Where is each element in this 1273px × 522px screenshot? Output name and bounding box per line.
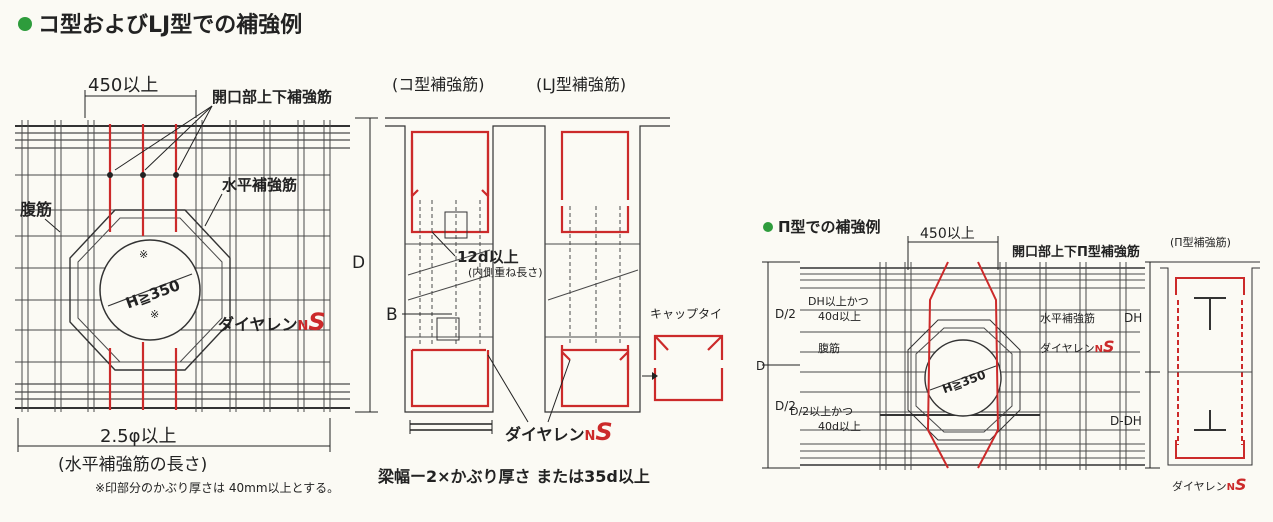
asterisk-mark-top: ※	[139, 248, 148, 261]
captie-detail-top	[653, 334, 724, 402]
right-label-dh40d-l1: DH以上かつ	[808, 295, 869, 308]
right-dim-D2-bottom: D/2	[775, 399, 796, 413]
left-dim-25phi-note: (水平補強筋の長さ)	[58, 455, 207, 475]
product-brand-n: N	[298, 319, 309, 334]
right-dim-450-label: 450以上	[920, 226, 975, 242]
left-leader-opening-3	[177, 105, 213, 171]
middle-leader-product-2	[547, 359, 571, 423]
left-leader-stirrup	[44, 218, 61, 233]
right-opening-diameter-line	[929, 365, 997, 391]
left-label-horizontal-rebar: 水平補強筋	[222, 176, 297, 194]
asterisk-mark-bottom: ※	[150, 308, 159, 321]
pi-section	[1160, 261, 1260, 466]
right-dim-D-label: D	[756, 359, 765, 373]
middle-label-captie: キャップタイ	[650, 307, 722, 321]
beam-width-bar-symbol	[409, 420, 493, 434]
right-label-opening-pi: 開口部上下Π型補強筋	[1012, 244, 1140, 260]
right-label-d2-40d-l2: 40d以上	[818, 420, 861, 433]
left-label-stirrup: 腹筋	[20, 200, 52, 219]
right-product-text: ダイヤレン	[1040, 341, 1095, 355]
right-product-brand-s-logo: S	[1103, 337, 1115, 356]
svg-text:ダイヤレンNS: ダイヤレンNS	[218, 308, 326, 336]
middle-beam-formula: 梁幅ー2×かぶり厚さ または35d以上	[377, 467, 650, 486]
middle-label-B: B	[386, 305, 398, 325]
right-product-label: ダイヤレンNS	[1040, 337, 1115, 356]
title-bullet-icon	[18, 17, 32, 31]
left-label-opening-rebar: 開口部上下補強筋	[212, 88, 332, 106]
left-red-opening-bars	[107, 124, 179, 410]
left-opening-diameter-line	[107, 273, 193, 307]
left-leader-horizontal	[204, 193, 223, 227]
middle-product-brand-n: N	[585, 429, 596, 444]
product-brand-s-logo: S	[308, 308, 325, 336]
middle-heading-u: (LJ型補強筋)	[536, 75, 626, 94]
right-title-bullet-icon	[763, 222, 773, 232]
middle-leader-12d	[431, 231, 456, 257]
left-dim-25phi	[17, 418, 331, 452]
ko-section	[385, 117, 525, 413]
right-label-dh40d-l2: 40d以上	[818, 310, 861, 323]
right-product-bottom-label: ダイヤレンNS	[1172, 475, 1247, 494]
middle-heading-ko: (コ型補強筋)	[392, 75, 485, 94]
u-section	[525, 117, 670, 413]
product-text: ダイヤレン	[218, 315, 298, 334]
left-footnote: ※印部分のかぶり厚さは 40mm以上とする。	[95, 480, 339, 495]
left-dim-D	[355, 117, 378, 413]
middle-product-brand-s-logo: S	[595, 418, 612, 446]
right-dim-D	[762, 261, 800, 469]
right-dim-450	[907, 236, 999, 270]
right-dim-DH-label: DH	[1124, 311, 1142, 325]
right-dim-D2-top: D/2	[775, 307, 796, 321]
right-product-bottom-text: ダイヤレン	[1172, 479, 1227, 493]
middle-label-12d: 12d以上	[457, 248, 519, 266]
right-octagon-reinforcement	[907, 319, 1021, 441]
right-title: Π型での補強例	[778, 218, 881, 236]
middle-label-12d-note: (内側重ね長さ)	[468, 265, 543, 279]
right-dim-DH	[1145, 261, 1160, 469]
left-octagon-reinforcement	[69, 209, 231, 371]
right-product-bottom-brand-n: N	[1227, 482, 1235, 493]
left-title: コ型およびLJ型での補強例	[38, 12, 302, 38]
left-dim-D-label: D	[352, 253, 365, 273]
right-heading-pi: (Π型補強筋)	[1170, 235, 1231, 249]
left-product-label: ダイヤレンNS	[218, 308, 326, 336]
left-dim-450-label: 450以上	[88, 75, 158, 96]
right-product-bottom-brand-s-logo: S	[1235, 475, 1247, 494]
left-dim-450	[84, 90, 197, 118]
right-label-d2-40d-l1: D/2以上かつ	[790, 405, 853, 418]
right-product-brand-n: N	[1095, 344, 1103, 355]
right-dim-D-DH-label: D-DH	[1110, 414, 1142, 428]
left-leader-opening-1	[114, 105, 213, 171]
middle-product-label: ダイヤレンNS	[505, 418, 613, 446]
right-red-pi-bars	[926, 261, 1000, 469]
middle-product-text: ダイヤレン	[505, 425, 585, 444]
captie-arrow-head	[652, 372, 658, 380]
right-label-horizontal-rebar: 水平補強筋	[1040, 311, 1095, 325]
left-leader-opening-2	[144, 105, 213, 171]
middle-leader-product-1	[487, 354, 529, 423]
left-dim-25phi-label: 2.5φ以上	[100, 426, 177, 447]
right-label-stirrup: 腹筋	[818, 341, 840, 355]
